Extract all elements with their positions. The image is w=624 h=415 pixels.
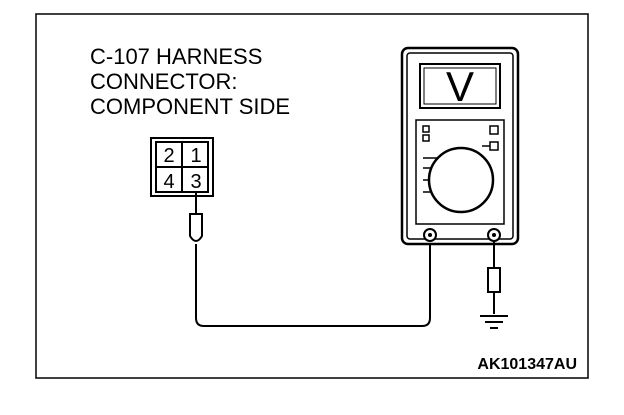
title-line-2: CONNECTOR:: [90, 69, 238, 94]
test-probe-icon: [189, 192, 203, 242]
pin-3-label: 3: [190, 171, 201, 193]
diagram-frame: [35, 13, 589, 379]
meter-display-symbol: V: [446, 63, 474, 110]
harness-connector: 2 1 4 3: [150, 137, 214, 197]
title-line-1: C-107 HARNESS: [90, 44, 262, 69]
ground-icon: [480, 315, 508, 329]
test-lead-wire: [195, 240, 431, 327]
pin-1-label: 1: [190, 145, 201, 167]
ground-lead: [487, 241, 501, 314]
voltmeter-icon: V: [400, 46, 520, 246]
figure-code: AK101347AU: [477, 356, 577, 373]
pin-4-label: 4: [163, 171, 174, 193]
pin-2-label: 2: [163, 145, 174, 167]
connector-title: C-107 HARNESS CONNECTOR: COMPONENT SIDE: [90, 44, 290, 119]
title-line-3: COMPONENT SIDE: [90, 94, 290, 119]
